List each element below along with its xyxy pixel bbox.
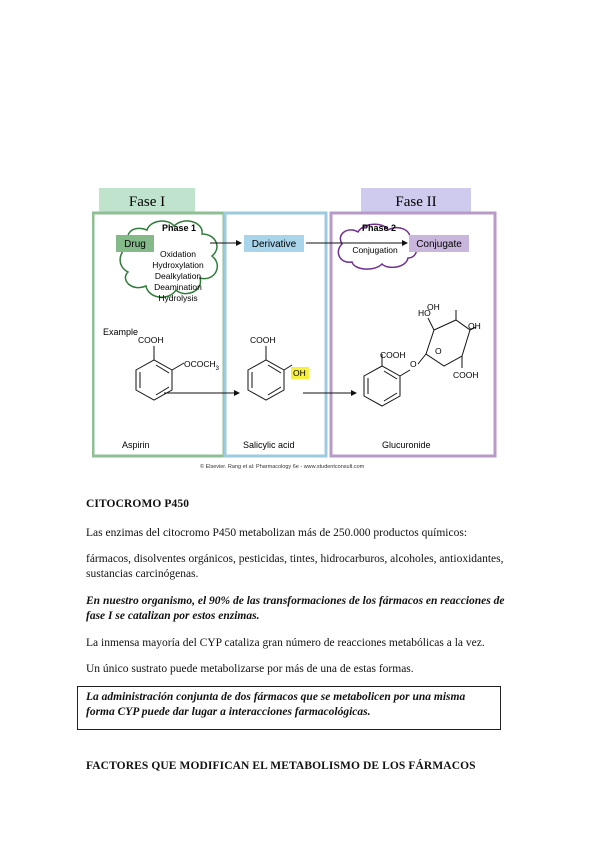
oh-highlight bbox=[291, 367, 309, 379]
figure-svg: Fase I Fase II Phase 1 Oxidation Hydroxy… bbox=[92, 188, 497, 470]
reaction-deamination: Deamination bbox=[154, 282, 202, 292]
figure-credit: © Elsevier. Rang et al: Pharmacology 6e … bbox=[200, 463, 365, 470]
phase2-title: Phase 2 bbox=[362, 223, 396, 233]
glucuronide-label: Glucuronide bbox=[382, 440, 431, 450]
glucuronide-structure bbox=[363, 310, 477, 407]
glucuronide-o-link: O bbox=[410, 359, 417, 369]
salicylic-structure bbox=[247, 346, 293, 401]
example-label: Example bbox=[103, 327, 138, 337]
reaction-hydroxylation: Hydroxylation bbox=[152, 260, 204, 270]
arrowhead-2 bbox=[402, 240, 408, 246]
drug-box bbox=[116, 235, 154, 252]
highlight-box: La administración conjunta de dos fármac… bbox=[77, 686, 501, 730]
glucuronide-cooh: COOH bbox=[380, 350, 406, 360]
paragraph-4: La inmensa mayoría del CYP cataliza gran… bbox=[86, 637, 485, 649]
reaction-dealkylation: Dealkylation bbox=[155, 271, 202, 281]
salicylic-label: Salicylic acid bbox=[243, 440, 295, 450]
phase1-title: Phase 1 bbox=[162, 223, 196, 233]
reaction-oxidation: Oxidation bbox=[160, 249, 196, 259]
fase2-label: Fase II bbox=[395, 194, 436, 210]
derivative-box bbox=[244, 235, 304, 252]
derivative-frame bbox=[223, 211, 328, 458]
reaction-hydrolysis: Hydrolysis bbox=[158, 293, 197, 303]
conjugate-label: Conjugate bbox=[416, 239, 462, 250]
salicylic-cooh: COOH bbox=[250, 335, 276, 345]
glucuronide-ho: HO bbox=[418, 308, 431, 318]
derivative-label: Derivative bbox=[252, 239, 297, 250]
conjugation-label: Conjugation bbox=[352, 245, 398, 255]
glucuronide-oh-right: OH bbox=[468, 321, 481, 331]
aspirin-ococh: OCOCH3 bbox=[184, 359, 220, 372]
aspirin-cooh: COOH bbox=[138, 335, 164, 345]
paragraph-6: La administración conjunta de dos fármac… bbox=[86, 691, 466, 718]
arrowhead-4 bbox=[351, 390, 357, 396]
paragraph-1: Las enzimas del citocromo P450 metaboliz… bbox=[86, 527, 468, 539]
paragraph-2: fármacos, disolventes orgánicos, pestici… bbox=[86, 553, 504, 580]
heading-factores: FACTORES QUE MODIFICAN EL METABOLISMO DE… bbox=[86, 760, 476, 772]
paragraph-5: Un único sustrato puede metabolizarse po… bbox=[86, 663, 414, 675]
drug-label: Drug bbox=[124, 239, 146, 250]
glucuronide-sugar-cooh: COOH bbox=[453, 370, 479, 380]
aspirin-structure bbox=[135, 346, 185, 401]
fase2-header bbox=[361, 188, 471, 212]
paragraph-3: En nuestro organismo, el 90% de las tran… bbox=[86, 595, 505, 622]
glucuronide-o-ring: O bbox=[435, 346, 442, 356]
fase1-header bbox=[99, 188, 195, 212]
glucuronide-oh-top: OH bbox=[427, 302, 440, 312]
fase1-label: Fase I bbox=[129, 194, 165, 210]
metabolism-phases-figure: Fase I Fase II Phase 1 Oxidation Hydroxy… bbox=[92, 186, 500, 476]
phase2-frame bbox=[329, 211, 497, 458]
arrowhead-3 bbox=[234, 390, 240, 396]
aspirin-label: Aspirin bbox=[122, 440, 150, 450]
conjugate-box bbox=[409, 235, 469, 252]
salicylic-oh: OH bbox=[293, 368, 306, 378]
arrowhead-1 bbox=[236, 240, 242, 246]
heading-citocromo: CITOCROMO P450 bbox=[86, 498, 190, 510]
